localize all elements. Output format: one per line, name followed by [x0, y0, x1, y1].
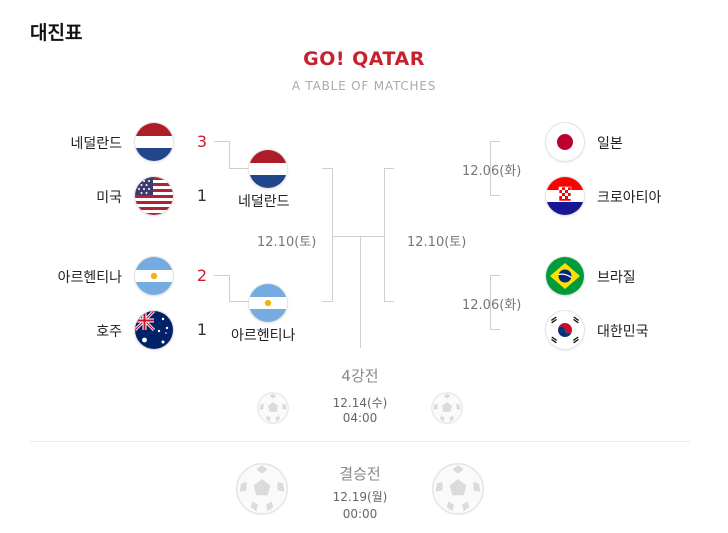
argentina-flag-icon [135, 257, 173, 295]
team-name-korea: 대한민국 [597, 324, 649, 340]
team-name-usa: 미국 [96, 190, 122, 206]
korea-flag-icon [546, 311, 584, 349]
soccer-ball-icon [430, 391, 464, 425]
brand-logo: GO! QATAR [303, 48, 425, 70]
semifinal-time: 04:00 [342, 411, 378, 425]
right-qf-date: 12.10(토) [407, 235, 467, 250]
team-name-brazil: 브라질 [597, 270, 636, 286]
argentina-flag-icon [249, 284, 287, 322]
japan-flag-icon [546, 123, 584, 161]
score-usa: 1 [196, 186, 208, 205]
final-time: 00:00 [342, 507, 378, 521]
right-match1-date: 12.06(화) [462, 164, 522, 179]
team-name-netherlands: 네덜란드 [70, 136, 122, 152]
croatia-flag-icon [546, 177, 584, 215]
usa-flag-icon [135, 177, 173, 215]
final-date: 12.19(월) [332, 490, 388, 504]
left-qf-date: 12.10(토) [257, 235, 317, 250]
final-title: 결승전 [339, 465, 381, 483]
soccer-ball-icon [430, 461, 486, 517]
qf-team-argentina: 아르헨티나 [231, 328, 296, 344]
soccer-ball-icon [256, 391, 290, 425]
netherlands-flag-icon [249, 150, 287, 188]
team-name-japan: 일본 [597, 136, 623, 152]
team-name-australia: 호주 [96, 324, 122, 340]
brazil-flag-icon [546, 257, 584, 295]
section-divider [30, 441, 690, 442]
qf-team-netherlands: 네덜란드 [238, 194, 290, 210]
score-netherlands: 3 [196, 132, 208, 151]
semifinal-title: 4강전 [341, 367, 379, 385]
soccer-ball-icon [234, 461, 290, 517]
team-name-croatia: 크로아티아 [597, 190, 662, 206]
brand-subtitle: A TABLE OF MATCHES [291, 79, 437, 93]
right-match2-date: 12.06(화) [462, 298, 522, 313]
semifinal-date: 12.14(수) [332, 396, 388, 410]
score-australia: 1 [196, 320, 208, 339]
page-title: 대진표 [30, 22, 83, 44]
score-argentina: 2 [196, 266, 208, 285]
australia-flag-icon [135, 311, 173, 349]
team-name-argentina: 아르헨티나 [57, 270, 122, 286]
netherlands-flag-icon [135, 123, 173, 161]
